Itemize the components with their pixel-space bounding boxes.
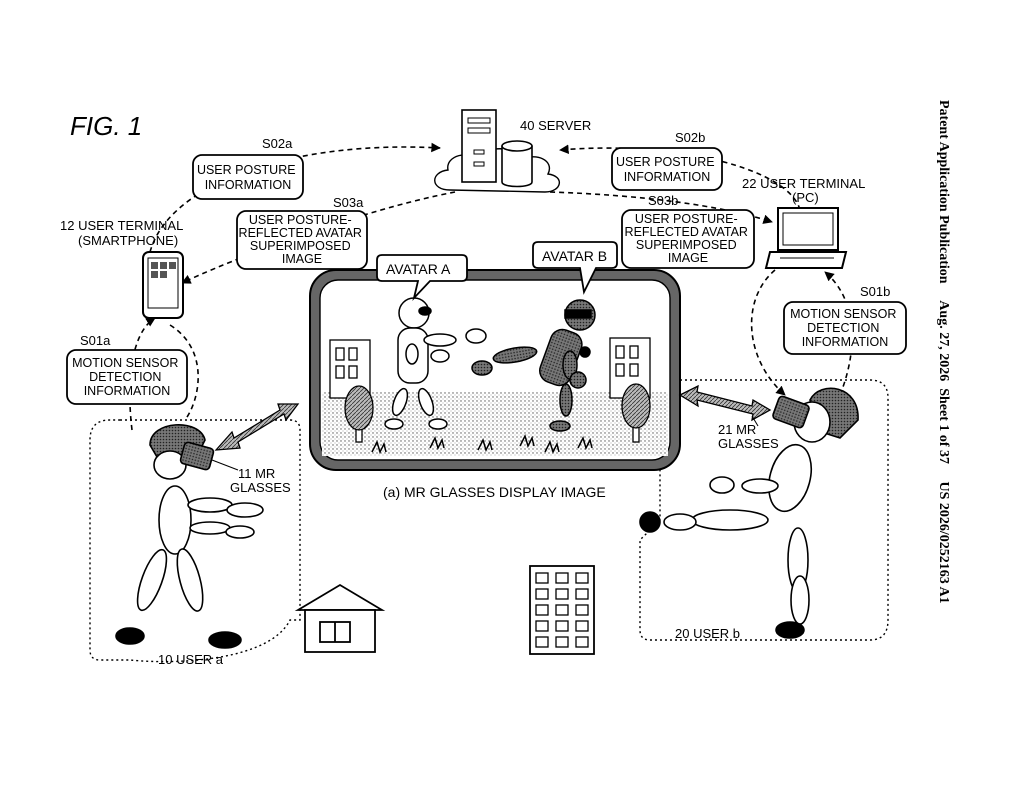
mr-glasses-b [772,395,810,428]
office-building-icon [530,566,594,654]
step-line: MOTION SENSOR [72,356,178,370]
step-line: USER POSTURE [616,155,715,169]
server-group: 40 SERVER [435,110,592,192]
step-line: IMAGE [668,251,708,265]
step-code: S02b [675,130,705,145]
step-s01b: S01b MOTION SENSOR DETECTION INFORMATION [784,284,906,354]
display-ground [322,392,668,456]
user-b-label: 20 USER b [675,626,740,641]
smartphone-group: 12 USER TERMINAL (SMARTPHONE) [60,218,183,318]
path-s01b [752,270,785,395]
step-code: S03b [648,193,678,208]
step-s03a: S03a USER POSTURE- REFLECTED AVATAR SUPE… [237,195,367,269]
step-line: INFORMATION [205,178,292,192]
user-a-figure [116,425,263,648]
step-s02b: S02b USER POSTURE INFORMATION [612,130,722,190]
glasses-a-leader [212,460,238,470]
step-line: MOTION SENSOR [790,307,896,321]
mr-display-image [310,270,680,470]
display-caption: (a) MR GLASSES DISPLAY IMAGE [383,484,606,500]
step-code: S01a [80,333,111,348]
glasses-a-label-line1: 11 MR [238,466,275,481]
glasses-b-label-line2: GLASSES [718,436,779,451]
step-line: REFLECTED AVATAR [239,226,362,240]
step-line: SUPERIMPOSED [250,239,351,253]
user-a-label: 10 USER a [158,652,224,667]
glasses-a-link-arrow [216,404,298,450]
figure-title: FIG. 1 [70,111,142,141]
glasses-b-link-arrow [680,386,770,420]
step-line: INFORMATION [802,335,889,349]
step-line: DETECTION [807,321,879,335]
step-line: INFORMATION [624,170,711,184]
avatar-a-label: AVATAR A [386,261,451,277]
pc-laptop-base [766,252,846,268]
glasses-b-label-line1: 21 MR [718,422,756,437]
smartphone-label-line1: 12 USER TERMINAL [60,218,183,233]
step-code: S02a [262,136,293,151]
step-line: USER POSTURE [197,163,296,177]
step-s01a: S01a MOTION SENSOR DETECTION INFORMATION [67,333,187,404]
server-database [502,146,532,187]
glasses-a-label-line2: GLASSES [230,480,291,495]
step-line: DETECTION [89,370,161,384]
publication-header: Patent Application Publication Aug. 27, … [936,100,951,604]
smartphone-label-line2: (SMARTPHONE) [78,233,178,248]
avatar-b-label: AVATAR B [542,248,607,264]
step-line: REFLECTED AVATAR [625,225,748,239]
server-label: 40 SERVER [520,118,591,133]
svg-text:USER POSTURE INFORMATION: USER POSTURE INFORMATION [616,155,718,184]
pc-label-line2: (PC) [792,190,819,205]
pc-group: 22 USER TERMINAL (PC) [742,176,865,268]
step-line: INFORMATION [84,384,171,398]
house-icon [298,585,382,652]
step-line: SUPERIMPOSED [636,238,737,252]
step-line: IMAGE [282,252,322,266]
step-line: USER POSTURE- [635,212,738,226]
server-cloud [435,149,560,192]
step-code: S01b [860,284,890,299]
step-s02a: S02a USER POSTURE INFORMATION [193,136,303,199]
step-code: S03a [333,195,364,210]
step-line: USER POSTURE- [249,213,352,227]
pc-label-line1: 22 USER TERMINAL [742,176,865,191]
svg-text:USER POSTURE INFORMATION: USER POSTURE INFORMATION [197,163,299,192]
